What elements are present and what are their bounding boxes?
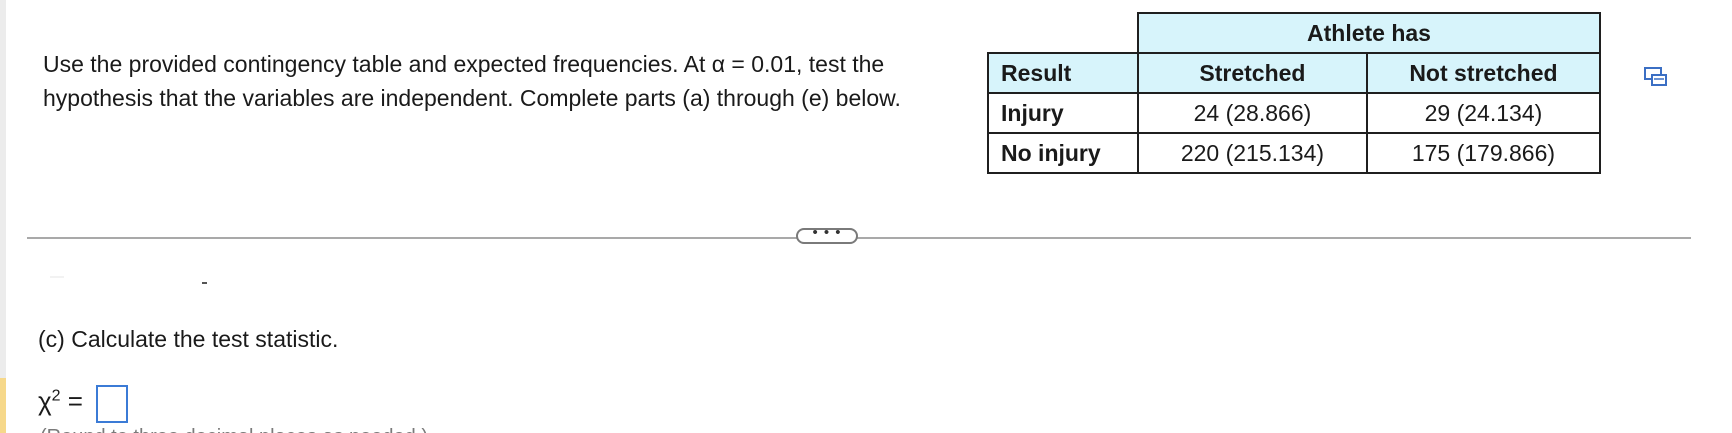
part-c-prompt: (c) Calculate the test statistic.	[38, 326, 339, 352]
copy-icon[interactable]	[1643, 66, 1669, 88]
cell-no-injury-stretched: 220 (215.134)	[1137, 132, 1368, 174]
table-column-not-stretched: Not stretched	[1365, 52, 1602, 94]
table-column-stretched: Stretched	[1137, 52, 1368, 94]
chi-exponent: 2	[51, 387, 61, 405]
faded-mark	[50, 276, 64, 278]
table-corner	[988, 13, 1139, 54]
row-label-injury: Injury	[987, 92, 1139, 134]
chi-square-answer-input[interactable]	[96, 385, 128, 423]
left-strip	[0, 0, 6, 433]
cell-injury-not-stretched: 29 (24.134)	[1365, 92, 1602, 134]
problem-text: Use the provided contingency table and e…	[43, 51, 901, 111]
contingency-table: Athlete has Result Stretched Not stretch…	[987, 12, 1602, 174]
faded-dash	[202, 282, 207, 284]
row-label-no-injury: No injury	[987, 132, 1139, 174]
cell-injury-stretched: 24 (28.866)	[1137, 92, 1368, 134]
cell-no-injury-not-stretched: 175 (179.866)	[1365, 132, 1602, 174]
table-group-header: Athlete has	[1137, 12, 1601, 54]
equals-sign: =	[67, 386, 83, 416]
expand-button[interactable]: • • •	[796, 225, 858, 244]
table-row: No injury 220 (215.134) 175 (179.866)	[987, 132, 1602, 174]
table-row: Injury 24 (28.866) 29 (24.134)	[987, 92, 1602, 134]
chi-symbol: χ	[38, 386, 52, 416]
rounding-note: (Round to three decimal places as needed…	[40, 425, 428, 433]
ellipsis-icon: • • •	[812, 224, 842, 241]
table-row-header: Result	[987, 52, 1139, 94]
chi-square-label: χ2 =	[38, 386, 83, 417]
section-divider	[27, 237, 1691, 239]
left-strip-marker	[0, 378, 6, 433]
